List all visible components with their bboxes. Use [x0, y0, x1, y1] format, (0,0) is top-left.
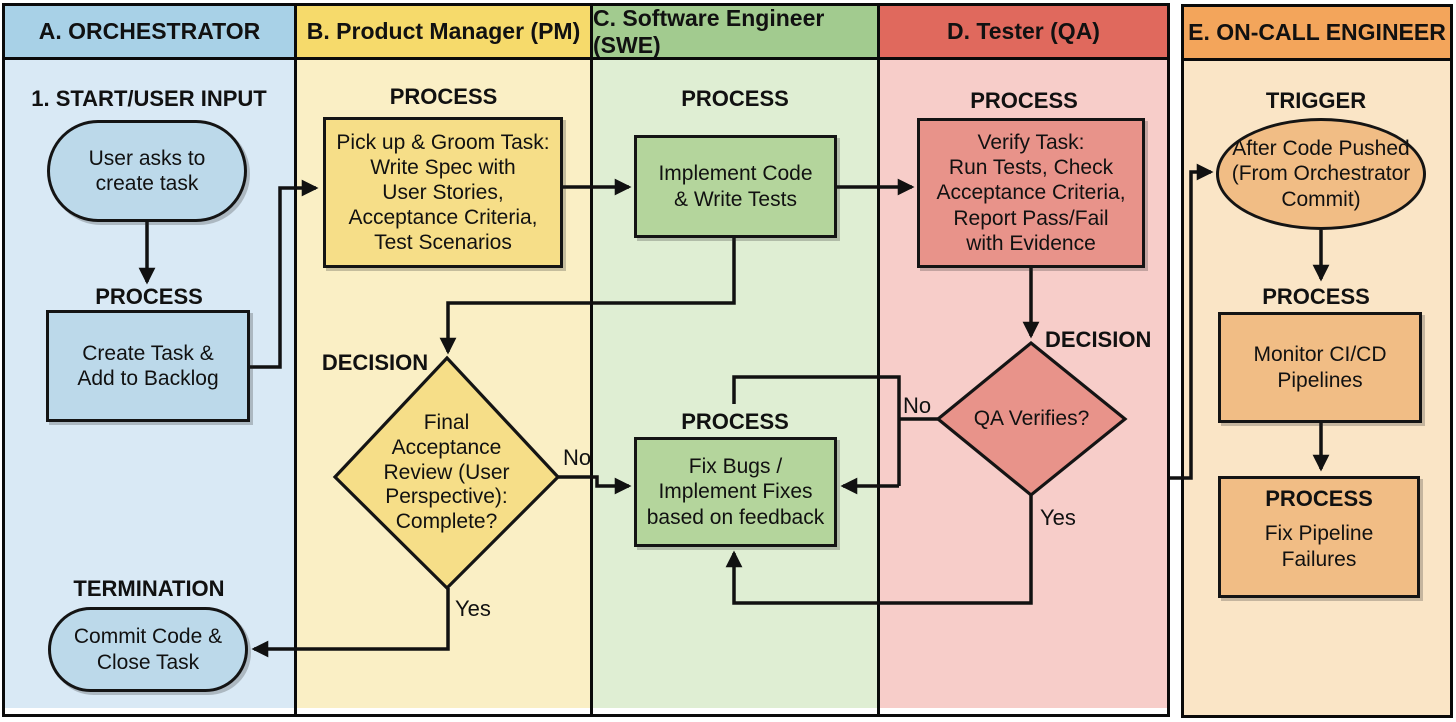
pm-no-label: No [562, 445, 592, 470]
edge-pm-no-to-fixbugs [558, 475, 632, 495]
swe-process-bottom-label: PROCESS [681, 409, 789, 434]
lane-divider-c-d [877, 6, 880, 714]
qa-decision-label: DECISION [1045, 327, 1152, 352]
lane-header-product-manager: B. Product Manager (PM) [297, 6, 590, 57]
after-code-pushed-node: After Code Pushed (From Orchestrator Com… [1216, 118, 1426, 230]
swe-process-top-label: PROCESS [681, 86, 789, 111]
implement-code-node: Implement Code & Write Tests [634, 135, 837, 238]
qa-decision-diamond [935, 340, 1128, 498]
lane-header-tester: D. Tester (QA) [880, 6, 1167, 57]
pm-decision-label: DECISION [321, 350, 429, 375]
create-task-backlog-node: Create Task & Add to Backlog [46, 310, 250, 422]
trigger-label: TRIGGER [1265, 88, 1367, 113]
lane-header-software-engineer: C. Software Engineer (SWE) [593, 5, 877, 58]
qa-yes-label: Yes [1040, 505, 1076, 530]
verify-task-node: Verify Task: Run Tests, Check Acceptance… [917, 118, 1145, 268]
fix-bugs-node: Fix Bugs / Implement Fixes based on feed… [634, 437, 837, 547]
pm-process-label: PROCESS [389, 84, 498, 109]
edge-trigger-from-pipeline [1170, 163, 1214, 480]
edge-qa-yes-loop-to-fixbugs [725, 495, 1033, 605]
edge-pm-yes-to-commit [251, 588, 450, 658]
pm-yes-label: Yes [455, 596, 491, 621]
fix-pipeline-text: Fix Pipeline Failures [1264, 522, 1374, 571]
lane-header-oncall: E. ON-CALL ENGINEER [1184, 7, 1450, 61]
oncall-process-top-label: PROCESS [1262, 284, 1370, 309]
orchestrator-process-label: PROCESS [95, 284, 203, 309]
lane-header-orchestrator: A. ORCHESTRATOR [5, 6, 294, 57]
user-asks-create-task-node: User asks to create task [47, 120, 247, 222]
lane-divider-a-b [294, 6, 297, 714]
pickup-groom-task-node: Pick up & Groom Task: Write Spec with Us… [323, 117, 563, 268]
qa-process-label: PROCESS [970, 88, 1078, 113]
edge-implement-to-pm-decision [439, 238, 736, 355]
fix-pipeline-node: PROCESS Fix Pipeline Failures [1218, 476, 1420, 598]
qa-no-label: No [903, 393, 932, 418]
edge-create-to-pickup [250, 179, 319, 369]
start-user-input-label: 1. START/USER INPUT [31, 86, 267, 111]
termination-label: TERMINATION [73, 576, 225, 601]
pm-decision-text: Final Acceptance Review (User Perspectiv… [383, 410, 510, 534]
qa-decision-text: QA Verifies? [973, 406, 1090, 430]
header-divider [5, 57, 1167, 60]
edge-qa-no-upper-branch [732, 375, 901, 486]
oncall-process-bottom-label: PROCESS [1265, 486, 1373, 511]
monitor-cicd-node: Monitor CI/CD Pipelines [1218, 312, 1422, 423]
lane-divider-b-c [590, 6, 593, 714]
commit-close-task-node: Commit Code & Close Task [48, 607, 248, 692]
pm-decision-diamond [332, 355, 561, 591]
